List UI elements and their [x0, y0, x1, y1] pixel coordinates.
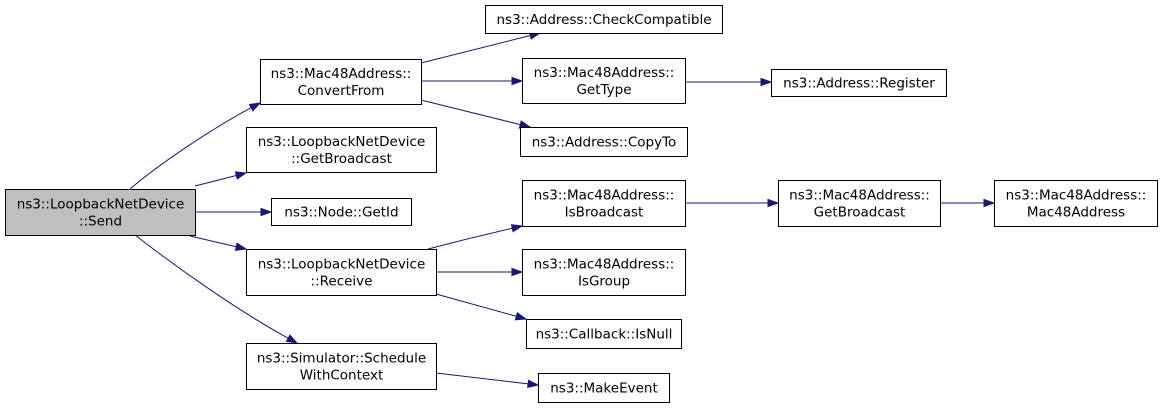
edge-line — [435, 293, 518, 318]
node-label: ns3::Mac48Address:: — [534, 188, 675, 204]
node-box — [778, 180, 941, 227]
node-label: WithContext — [300, 368, 384, 384]
edge-line — [435, 372, 530, 385]
node-label: ns3::LoopbackNetDevice — [17, 197, 185, 213]
node-label: ::Receive — [311, 274, 373, 290]
edge-schedulewithcontext-to-makeevent — [435, 372, 540, 389]
node-register[interactable]: ns3::Address::Register — [771, 69, 947, 97]
node-gettype[interactable]: ns3::Mac48Address::GetType — [522, 58, 686, 104]
node-label: ::Send — [79, 214, 122, 230]
node-label: ns3::Address::Register — [783, 76, 935, 92]
arrowhead-icon — [510, 224, 524, 233]
edge-convertfrom-to-copyto — [420, 99, 532, 129]
node-label: IsBroadcast — [565, 205, 644, 221]
edge-line — [129, 106, 253, 190]
node-box — [271, 198, 412, 226]
node-label: Mac48Address — [1027, 205, 1125, 221]
edge-receive-to-isnull — [435, 293, 528, 321]
node-box — [246, 343, 437, 390]
edge-send-to-receive — [189, 235, 248, 251]
node-box — [526, 319, 682, 349]
node-label: IsGroup — [578, 274, 630, 290]
node-box — [5, 189, 196, 236]
arrowhead-icon — [511, 76, 524, 86]
node-label: ConvertFrom — [298, 83, 385, 99]
node-copyto[interactable]: ns3::Address::CopyTo — [520, 127, 688, 157]
node-label: ns3::Address::CopyTo — [532, 135, 677, 151]
node-label: GetBroadcast — [814, 205, 906, 221]
arrowhead-icon — [234, 242, 248, 251]
node-getid[interactable]: ns3::Node::GetId — [271, 198, 412, 226]
node-label: ns3::Mac48Address:: — [271, 66, 412, 82]
node-box — [260, 59, 422, 105]
node-label: ns3::LoopbackNetDevice — [258, 134, 426, 150]
node-convertfrom[interactable]: ns3::Mac48Address::ConvertFrom — [260, 59, 422, 105]
node-box — [520, 127, 688, 157]
node-label: ns3::MakeEvent — [550, 381, 658, 397]
node-send: ns3::LoopbackNetDevice::Send — [5, 189, 196, 236]
nodes-layer: ns3::LoopbackNetDevice::Sendns3::Mac48Ad… — [5, 5, 1158, 403]
arrowhead-icon — [248, 102, 262, 112]
node-label: ns3::Simulator::Schedule — [257, 351, 426, 367]
node-receive[interactable]: ns3::LoopbackNetDevice::Receive — [246, 249, 437, 296]
edge-line — [134, 234, 290, 340]
arrowhead-icon — [983, 198, 996, 208]
arrowhead-icon — [234, 171, 248, 180]
node-label: ns3::Mac48Address:: — [1006, 188, 1147, 204]
edge-line — [420, 34, 532, 64]
arrowhead-icon — [760, 77, 773, 87]
edge-isbroadcast-to-getbroadcast_mac — [685, 198, 780, 208]
node-mac48address[interactable]: ns3::Mac48Address::Mac48Address — [994, 180, 1158, 227]
node-box — [522, 58, 686, 104]
node-label: ns3::Mac48Address:: — [789, 188, 930, 204]
edge-getbroadcast_mac-to-mac48address — [940, 198, 996, 208]
node-label: ns3::LoopbackNetDevice — [258, 257, 426, 273]
node-label: ns3::Mac48Address:: — [534, 65, 675, 81]
node-box — [994, 180, 1158, 227]
arrowhead-icon — [511, 267, 524, 277]
node-label: ::GetBroadcast — [291, 151, 392, 167]
edge-line — [427, 227, 514, 250]
node-box — [485, 5, 723, 34]
edge-receive-to-isbroadcast — [427, 224, 524, 250]
node-label: ns3::Node::GetId — [284, 205, 398, 221]
node-isgroup[interactable]: ns3::Mac48Address::IsGroup — [522, 249, 686, 296]
edge-receive-to-isgroup — [436, 267, 524, 277]
edge-send-to-convertfrom — [129, 102, 262, 190]
node-getbroadcast_lnd[interactable]: ns3::LoopbackNetDevice::GetBroadcast — [246, 127, 437, 173]
node-box — [522, 180, 686, 227]
node-label: ns3::Address::CheckCompatible — [496, 12, 711, 28]
edge-send-to-schedulewithcontext — [134, 234, 299, 344]
edge-send-to-getbroadcast_lnd — [194, 171, 248, 187]
edge-send-to-getid — [195, 207, 273, 217]
edges-layer — [129, 31, 996, 389]
arrowhead-icon — [514, 312, 528, 321]
edge-convertfrom-to-gettype — [421, 76, 524, 86]
node-makeevent[interactable]: ns3::MakeEvent — [538, 373, 670, 403]
arrowhead-icon — [260, 207, 273, 217]
node-box — [538, 373, 670, 403]
edge-line — [194, 174, 238, 187]
node-label: ns3::Callback::IsNull — [536, 327, 673, 343]
node-isnull[interactable]: ns3::Callback::IsNull — [526, 319, 682, 349]
node-box — [522, 249, 686, 296]
node-isbroadcast[interactable]: ns3::Mac48Address::IsBroadcast — [522, 180, 686, 227]
node-checkcompatible[interactable]: ns3::Address::CheckCompatible — [485, 5, 723, 34]
arrowhead-icon — [285, 334, 299, 344]
node-getbroadcast_mac[interactable]: ns3::Mac48Address::GetBroadcast — [778, 180, 941, 227]
edge-gettype-to-register — [685, 77, 773, 87]
node-label: GetType — [576, 82, 631, 98]
node-box — [771, 69, 947, 97]
arrowhead-icon — [527, 379, 540, 389]
node-box — [246, 127, 437, 173]
node-box — [246, 249, 437, 296]
node-label: ns3::Mac48Address:: — [534, 257, 675, 273]
edge-line — [420, 99, 522, 126]
arrowhead-icon — [767, 198, 780, 208]
edge-line — [189, 235, 238, 248]
